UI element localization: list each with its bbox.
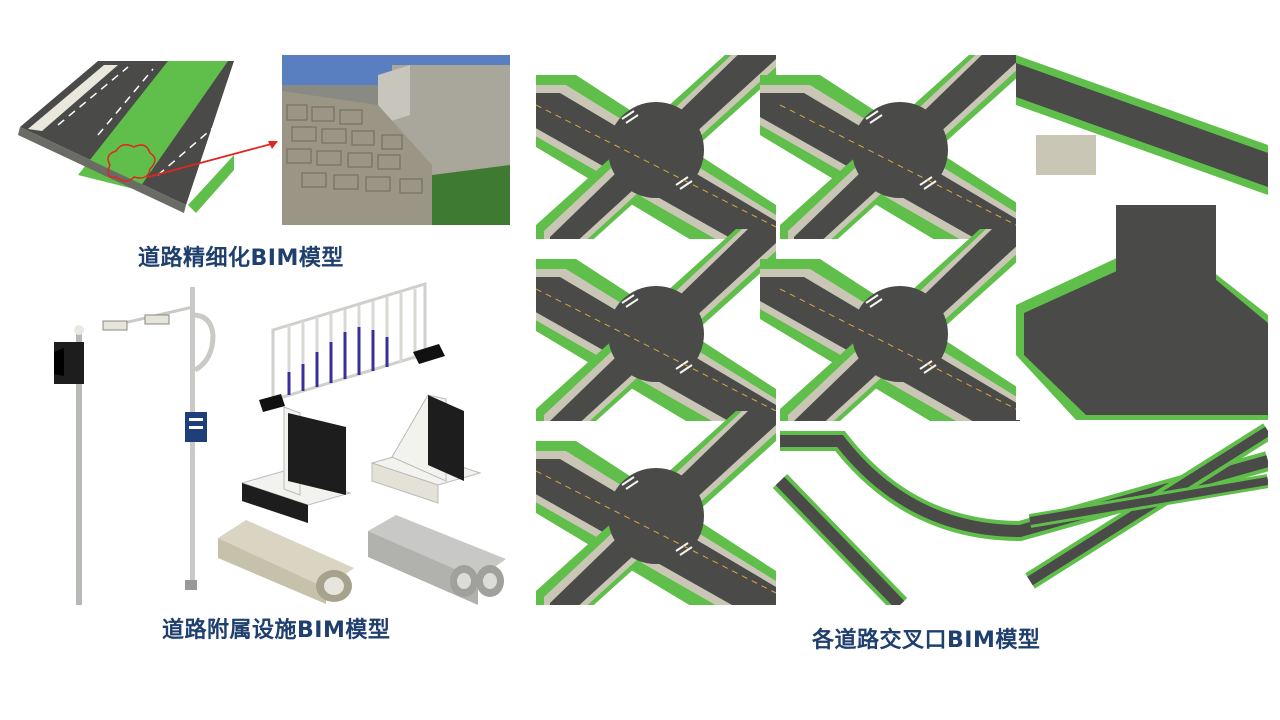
road-segment-model	[18, 55, 238, 215]
caption-intersections: 各道路交叉口BIM模型	[812, 628, 1041, 653]
barrier-icon	[370, 394, 482, 504]
fence-icon	[259, 281, 445, 412]
intersection-grid	[536, 55, 1268, 605]
pipe-icon	[218, 520, 354, 604]
caption-road-facilities: 道路附属设施BIM模型	[162, 618, 391, 643]
road-sign-icon	[185, 412, 207, 442]
caption-road-detail: 道路精细化BIM模型	[138, 246, 344, 271]
traffic-light-icon	[54, 325, 84, 605]
annotation-arrow	[107, 141, 278, 182]
street-lamp-icon	[102, 287, 216, 590]
retaining-wall-detail	[282, 55, 510, 225]
pipe-icon	[368, 515, 506, 605]
barrier-icon	[240, 406, 352, 523]
